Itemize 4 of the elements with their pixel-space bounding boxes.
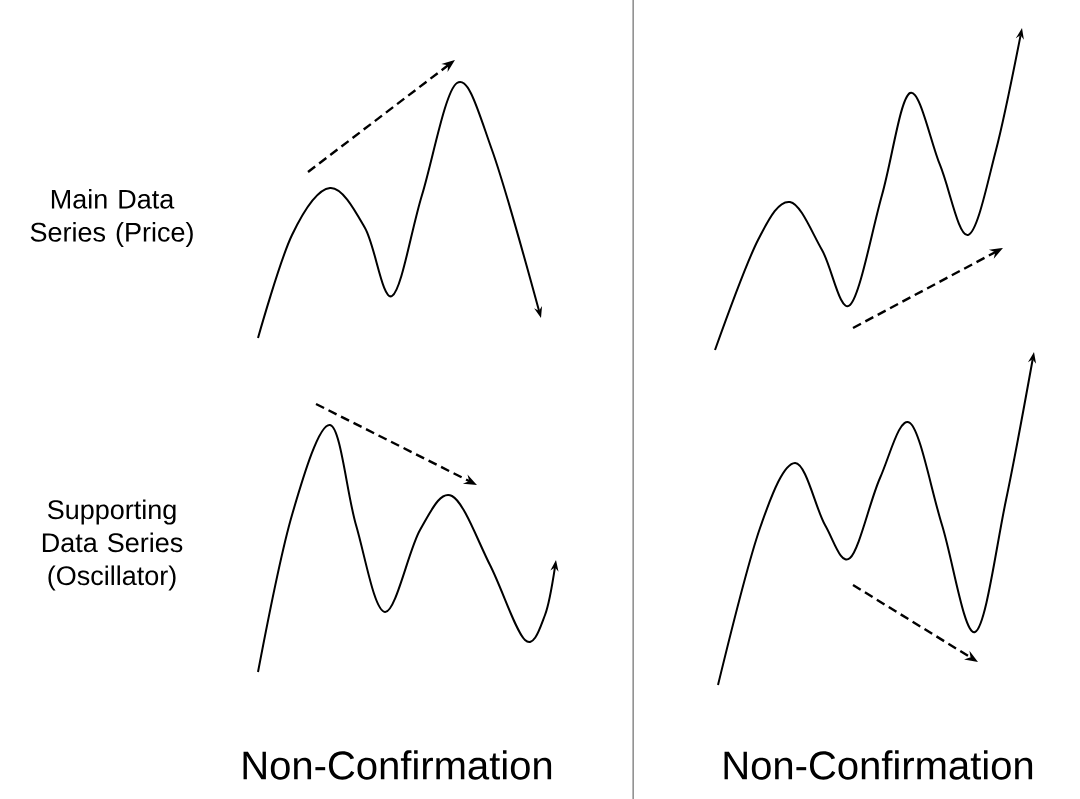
series-label: Supporting Data Series (Oscillator) bbox=[42, 499, 183, 591]
series-label: Main Data Series (Price) bbox=[30, 188, 193, 248]
panel-caption: Non-Confirmation bbox=[724, 750, 1033, 780]
panel-caption: Non-Confirmation bbox=[243, 750, 552, 780]
